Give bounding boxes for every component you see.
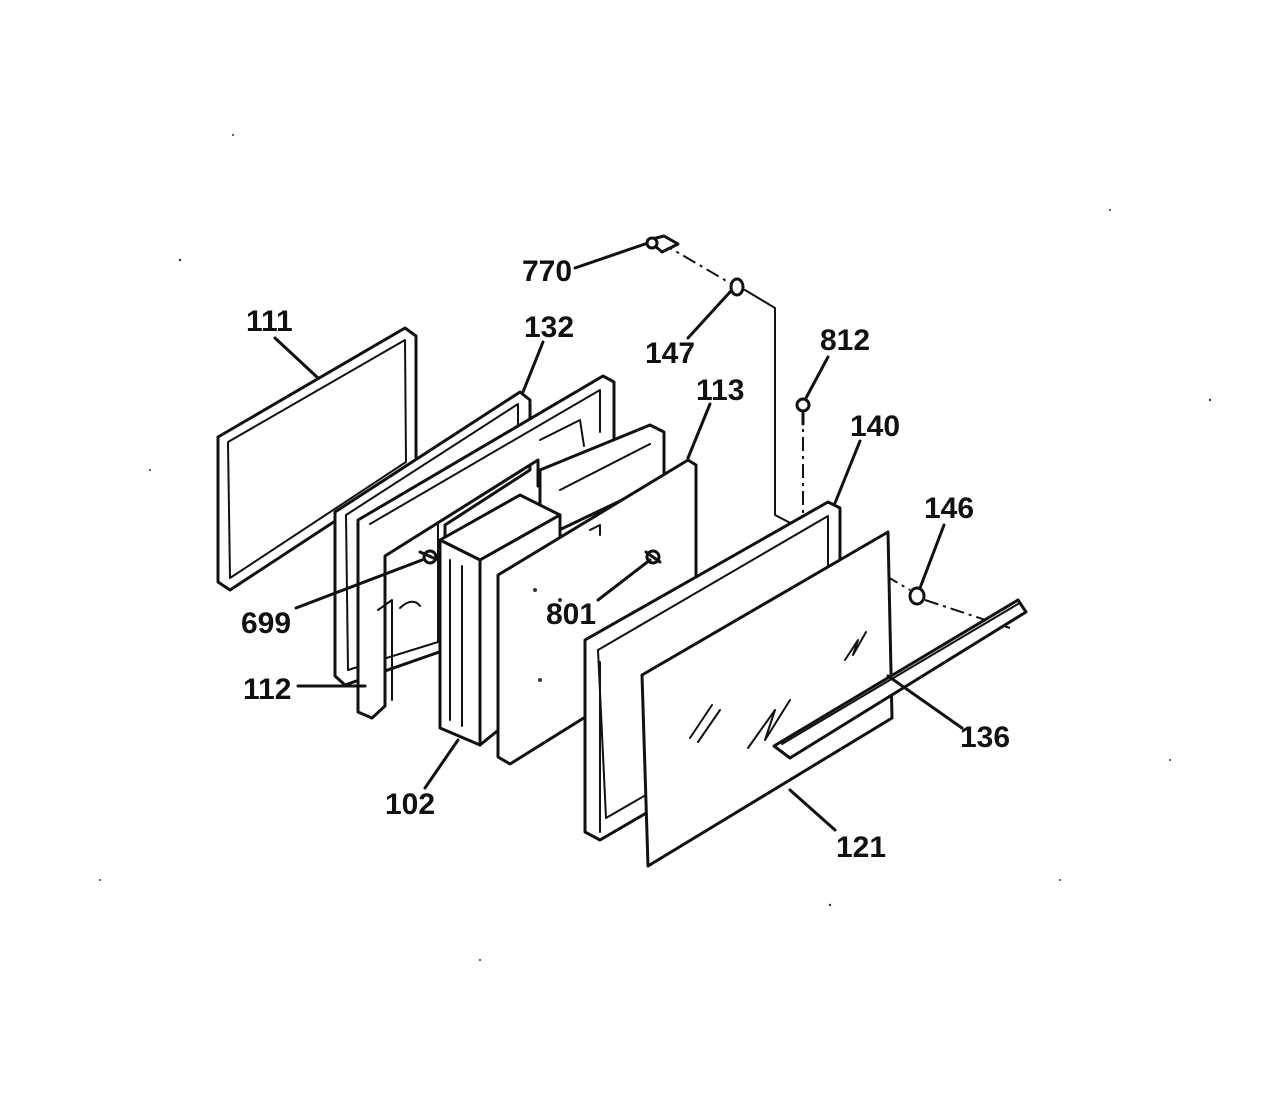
part-labels: 111 132 770 147 812 113 140 146 699 801 …	[241, 255, 1010, 864]
label-102: 102	[385, 788, 435, 821]
label-801: 801	[546, 598, 596, 631]
part-121-outer-glass	[640, 530, 894, 868]
label-146: 146	[924, 492, 974, 525]
label-111: 111	[246, 305, 293, 338]
label-770: 770	[522, 255, 572, 288]
part-132-inner-frame	[333, 374, 616, 720]
label-112: 112	[243, 673, 291, 706]
label-140: 140	[850, 410, 900, 443]
part-147-clip	[729, 277, 745, 297]
part-812-screw	[795, 397, 811, 426]
label-113: 113	[696, 374, 744, 407]
part-770-screw	[645, 234, 680, 254]
label-132: 132	[524, 311, 574, 344]
label-136: 136	[960, 721, 1010, 754]
label-699: 699	[241, 607, 291, 640]
label-812: 812	[820, 324, 870, 357]
part-699-screw	[418, 549, 440, 565]
background-specks	[99, 134, 1212, 961]
label-121: 121	[836, 831, 886, 864]
part-146-spacer	[908, 586, 926, 606]
label-147: 147	[645, 337, 695, 370]
leader-lines	[273, 242, 964, 832]
part-136-handle-trim	[772, 598, 1028, 760]
